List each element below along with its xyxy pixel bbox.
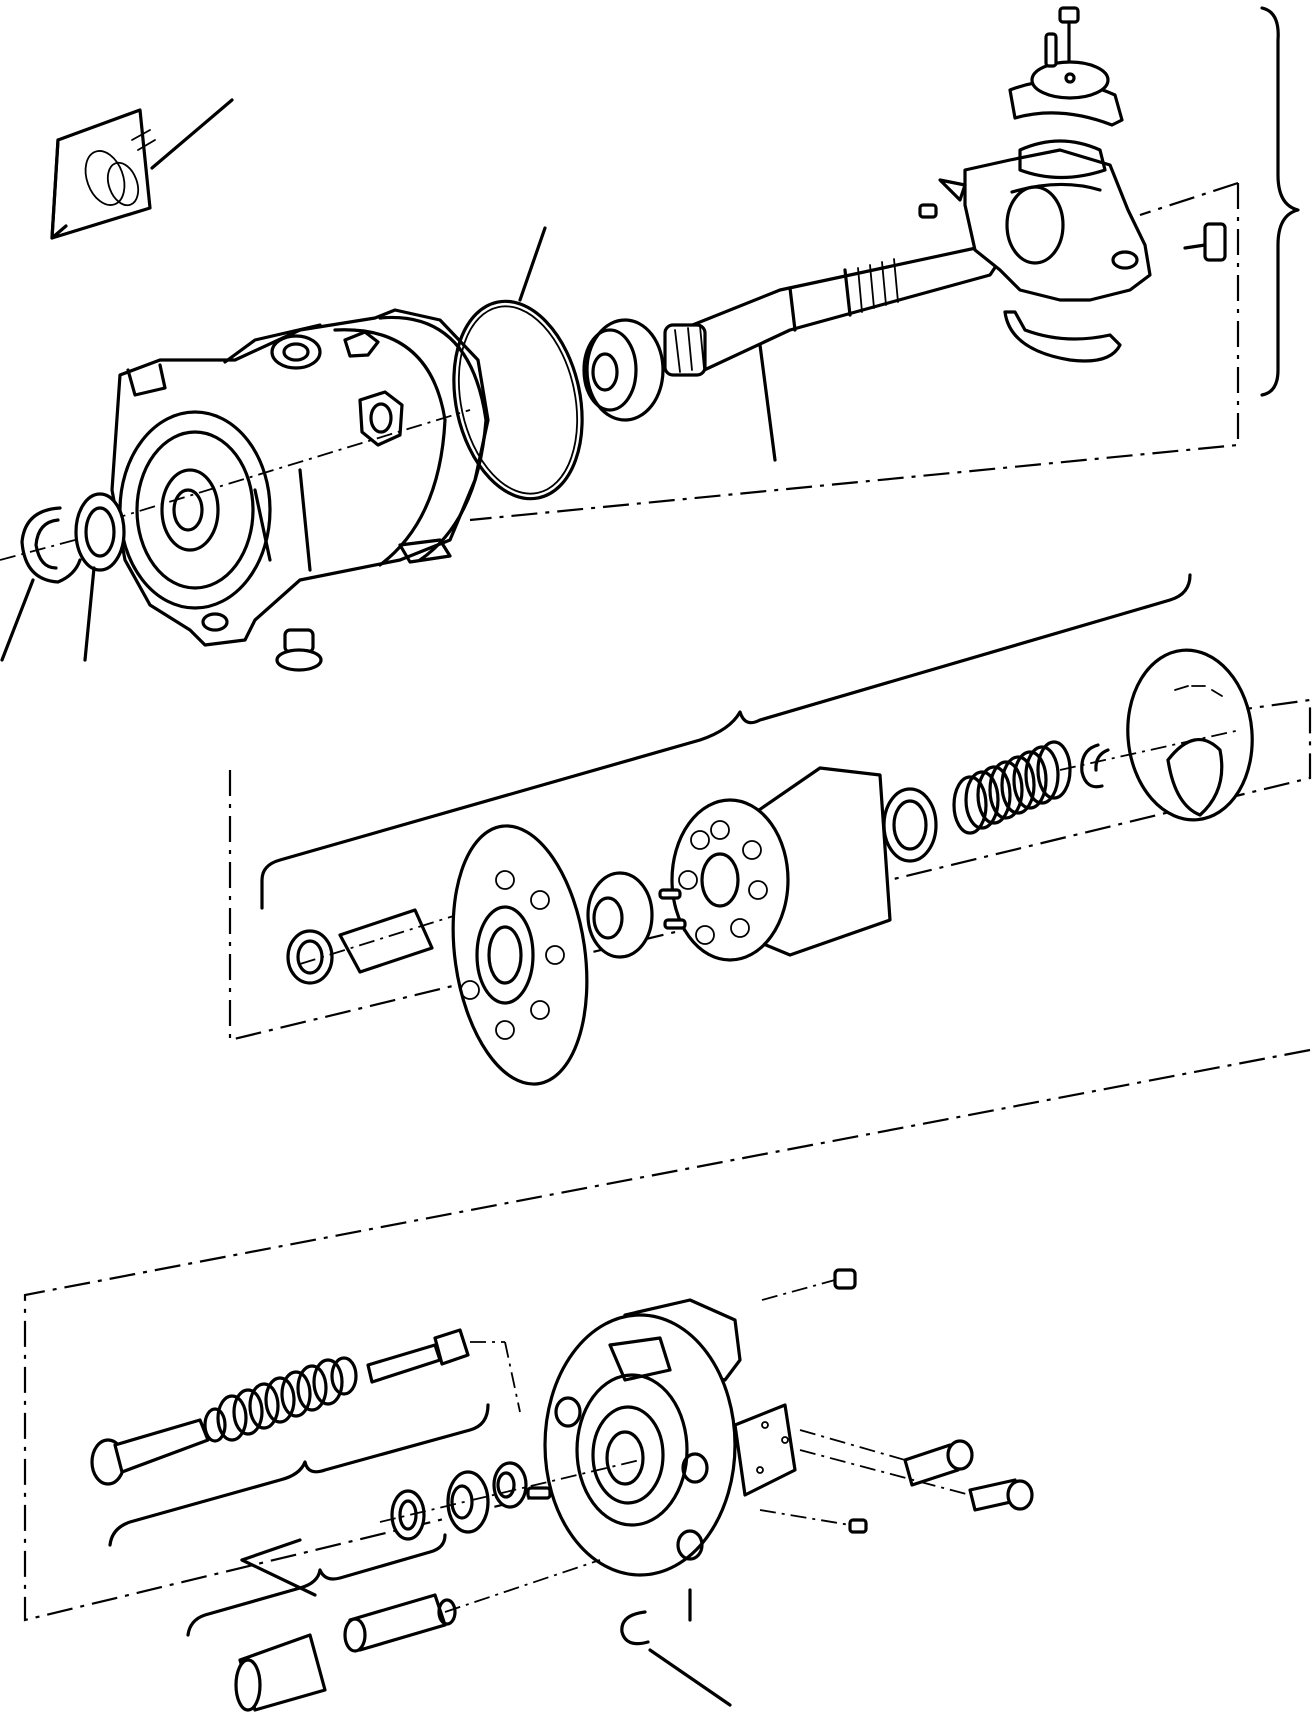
ball-guide [586, 871, 654, 959]
snap-ring-small [1080, 743, 1110, 789]
control-spool [90, 1328, 521, 1486]
small-snap-ring [620, 1610, 732, 1707]
yoke-screw [1044, 6, 1080, 68]
lower-bearing-shell [1003, 310, 1122, 363]
upper-bearing-shell [1008, 60, 1124, 127]
assembly-brace [1260, 6, 1300, 397]
swivel-yoke [918, 139, 1227, 302]
control-valve-brace [108, 1403, 490, 1547]
spring [952, 740, 1072, 835]
drive-shaft [663, 243, 1002, 462]
spring-seat [882, 787, 938, 863]
dowel-pin [526, 1486, 552, 1500]
seal-kit-package [50, 98, 234, 240]
drain-plug [275, 628, 323, 672]
valve-piston-brace [186, 1533, 447, 1637]
port-plate [543, 1298, 797, 1622]
valve-seals [379, 1459, 641, 1541]
swash-plate [1059, 648, 1254, 822]
rotating-group-frame [228, 698, 1312, 1042]
upper-assembly-frame [469, 181, 1240, 522]
o-ring [452, 226, 584, 501]
pump-housing [109, 308, 490, 647]
snap-ring [0, 506, 82, 662]
port-plate-frame [23, 1048, 1311, 1622]
port-plate-screws [759, 1268, 1034, 1534]
valve-piston [234, 1559, 601, 1712]
bearing [582, 318, 665, 422]
shaft-seal [74, 492, 126, 662]
retaining-plate [451, 824, 589, 1086]
cylinder-block [658, 766, 892, 962]
center-pin [286, 908, 461, 985]
rotating-group-brace [260, 573, 1192, 910]
